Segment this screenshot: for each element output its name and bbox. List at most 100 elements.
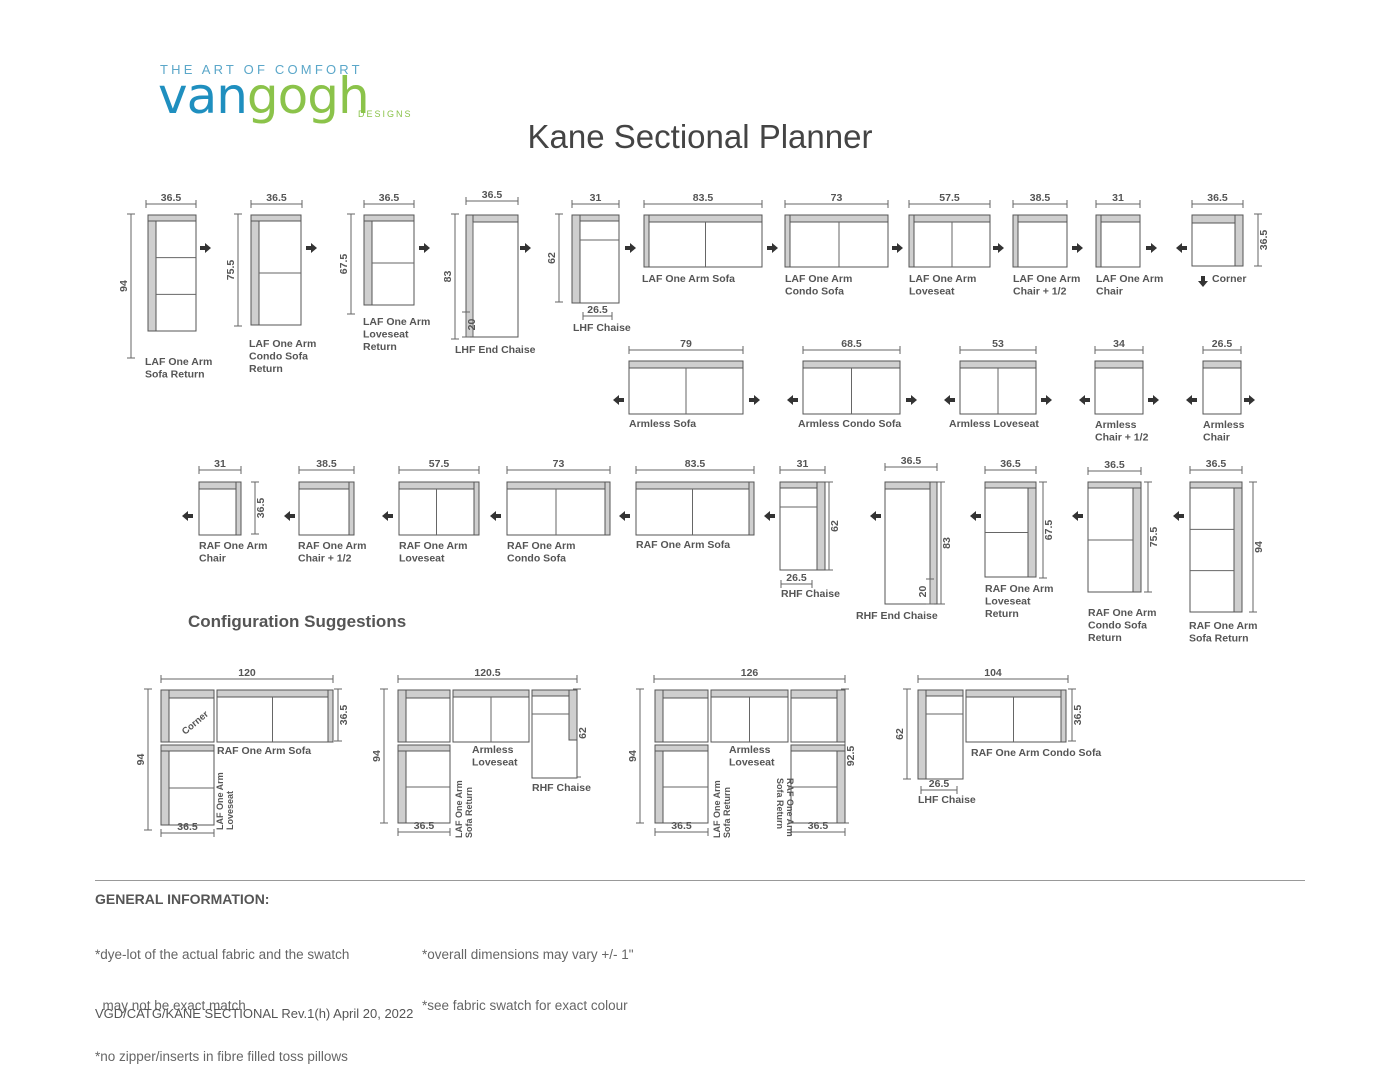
piece-back: [1233, 481, 1243, 613]
corner-outline: [654, 689, 709, 743]
arrow-left-icon: [490, 511, 501, 521]
piece-back: [929, 481, 938, 605]
piece-arm: [748, 481, 755, 536]
dimension-label: 20: [466, 319, 478, 331]
dimension-label: 73: [553, 458, 565, 470]
dimension-label: 36.5: [255, 498, 267, 519]
end-chaise-outline: [884, 481, 938, 605]
piece-outline: [398, 481, 480, 536]
dimension-label: 62: [577, 727, 589, 739]
piece-outline: [506, 481, 611, 536]
piece-back: [465, 214, 519, 223]
arrow-right-icon: [1072, 243, 1083, 253]
piece-back: [397, 744, 451, 752]
logo-designs: DESIGNS: [358, 109, 413, 119]
piece-label: Armless: [472, 744, 514, 756]
piece-label: LAF One Arm: [363, 316, 430, 328]
dimension-label: 68.5: [841, 338, 862, 350]
piece-back: [579, 214, 620, 222]
dimension-label: 36.5: [161, 192, 182, 204]
piece-back: [1189, 481, 1243, 489]
piece-back: [147, 214, 157, 332]
dimension-label: 104: [984, 667, 1002, 679]
dimension-label: 75.5: [225, 260, 237, 281]
piece-back: [1132, 481, 1142, 593]
general-information-heading: GENERAL INFORMATION:: [95, 891, 270, 907]
piece-label: RAF One Arm Sofa: [217, 745, 311, 757]
piece-outline: [1202, 360, 1242, 415]
piece-back: [506, 481, 611, 490]
piece-label: Chair: [199, 553, 226, 565]
piece-arm: [568, 689, 578, 741]
piece-label: Loveseat: [472, 757, 518, 769]
piece-outline: [298, 481, 355, 536]
piece-back: [397, 744, 407, 824]
divider: [95, 880, 1305, 881]
piece-back: [160, 744, 215, 752]
piece-arm: [643, 214, 650, 268]
piece-label: LAF One Arm: [145, 356, 212, 368]
piece-label: RAF One Arm: [298, 540, 366, 552]
dimension-label: 34: [1113, 338, 1125, 350]
piece-label: Chair + 1/2: [298, 553, 352, 565]
piece-back: [250, 214, 302, 222]
dimension-label: 73: [831, 192, 843, 204]
general-info-line: *dye-lot of the actual fabric and the sw…: [95, 947, 350, 962]
piece-label: LAF One Arm: [249, 338, 316, 350]
piece-label: Chair: [1096, 286, 1123, 298]
dimension-label: 36.5: [482, 189, 503, 201]
dimension-label: 38.5: [1030, 192, 1051, 204]
general-info-line: may not be exact match: [95, 998, 246, 1013]
piece-label: RHF End Chaise: [856, 610, 938, 622]
piece-label: LAF One Arm: [1096, 273, 1163, 285]
dimension-label: 31: [1112, 192, 1124, 204]
piece-back: [779, 481, 818, 489]
piece-label: Sofa Return: [1189, 633, 1249, 645]
piece-label: Sofa Return: [775, 778, 785, 829]
dimension-label: 36.5: [1207, 192, 1228, 204]
arrow-right-icon: [1148, 395, 1159, 405]
dimension-label: 20: [917, 586, 929, 598]
dimension-label: 67.5: [338, 254, 350, 275]
dimension-label: 36.5: [414, 820, 435, 832]
arrow-right-icon: [419, 243, 430, 253]
configuration-suggestions-heading: Configuration Suggestions: [188, 612, 407, 631]
arrow-left-icon: [1176, 243, 1187, 253]
piece-outline: [1012, 214, 1068, 268]
logo-tagline: THE ART OF COMFORT: [160, 62, 363, 77]
logo-word-van: van: [158, 67, 248, 125]
piece-arm: [348, 481, 355, 536]
dimension-label: 94: [118, 280, 130, 292]
piece-label: LHF Chaise: [918, 794, 976, 806]
piece-back: [925, 689, 964, 697]
piece-outline: [1095, 214, 1141, 268]
piece-label: LAF One Arm: [785, 273, 852, 285]
piece-label: Chair + 1/2: [1095, 432, 1149, 444]
arrow-left-icon: [382, 511, 393, 521]
dimension-label: 36.5: [338, 705, 350, 726]
piece-back: [363, 214, 415, 222]
arrow-right-icon: [993, 243, 1004, 253]
piece-back: [1095, 214, 1141, 223]
piece-back: [628, 360, 744, 369]
piece-back: [836, 744, 846, 824]
piece-back: [643, 214, 763, 223]
dimension-label: 94: [1253, 541, 1265, 553]
piece-label: LHF Chaise: [573, 322, 631, 334]
piece-label: Sofa Return: [722, 787, 732, 838]
piece-label: Chair: [1203, 432, 1230, 444]
piece-label: RAF One Arm: [785, 778, 795, 837]
piece-arm: [235, 481, 242, 536]
piece-label: Sofa Return: [464, 787, 474, 838]
logo-word-gogh: gogh: [246, 67, 370, 125]
piece-back: [802, 360, 901, 369]
dimension-label: 31: [214, 458, 226, 470]
piece-back: [836, 689, 846, 743]
piece-outline: [160, 744, 215, 826]
general-info-column-2: *overall dimensions may vary +/- 1" *see…: [422, 912, 634, 1031]
piece-back: [397, 689, 407, 743]
piece-arm: [1012, 214, 1019, 268]
piece-label: LAF One Arm Sofa: [642, 273, 735, 285]
piece-outline: [643, 214, 763, 268]
piece-back: [635, 481, 755, 490]
